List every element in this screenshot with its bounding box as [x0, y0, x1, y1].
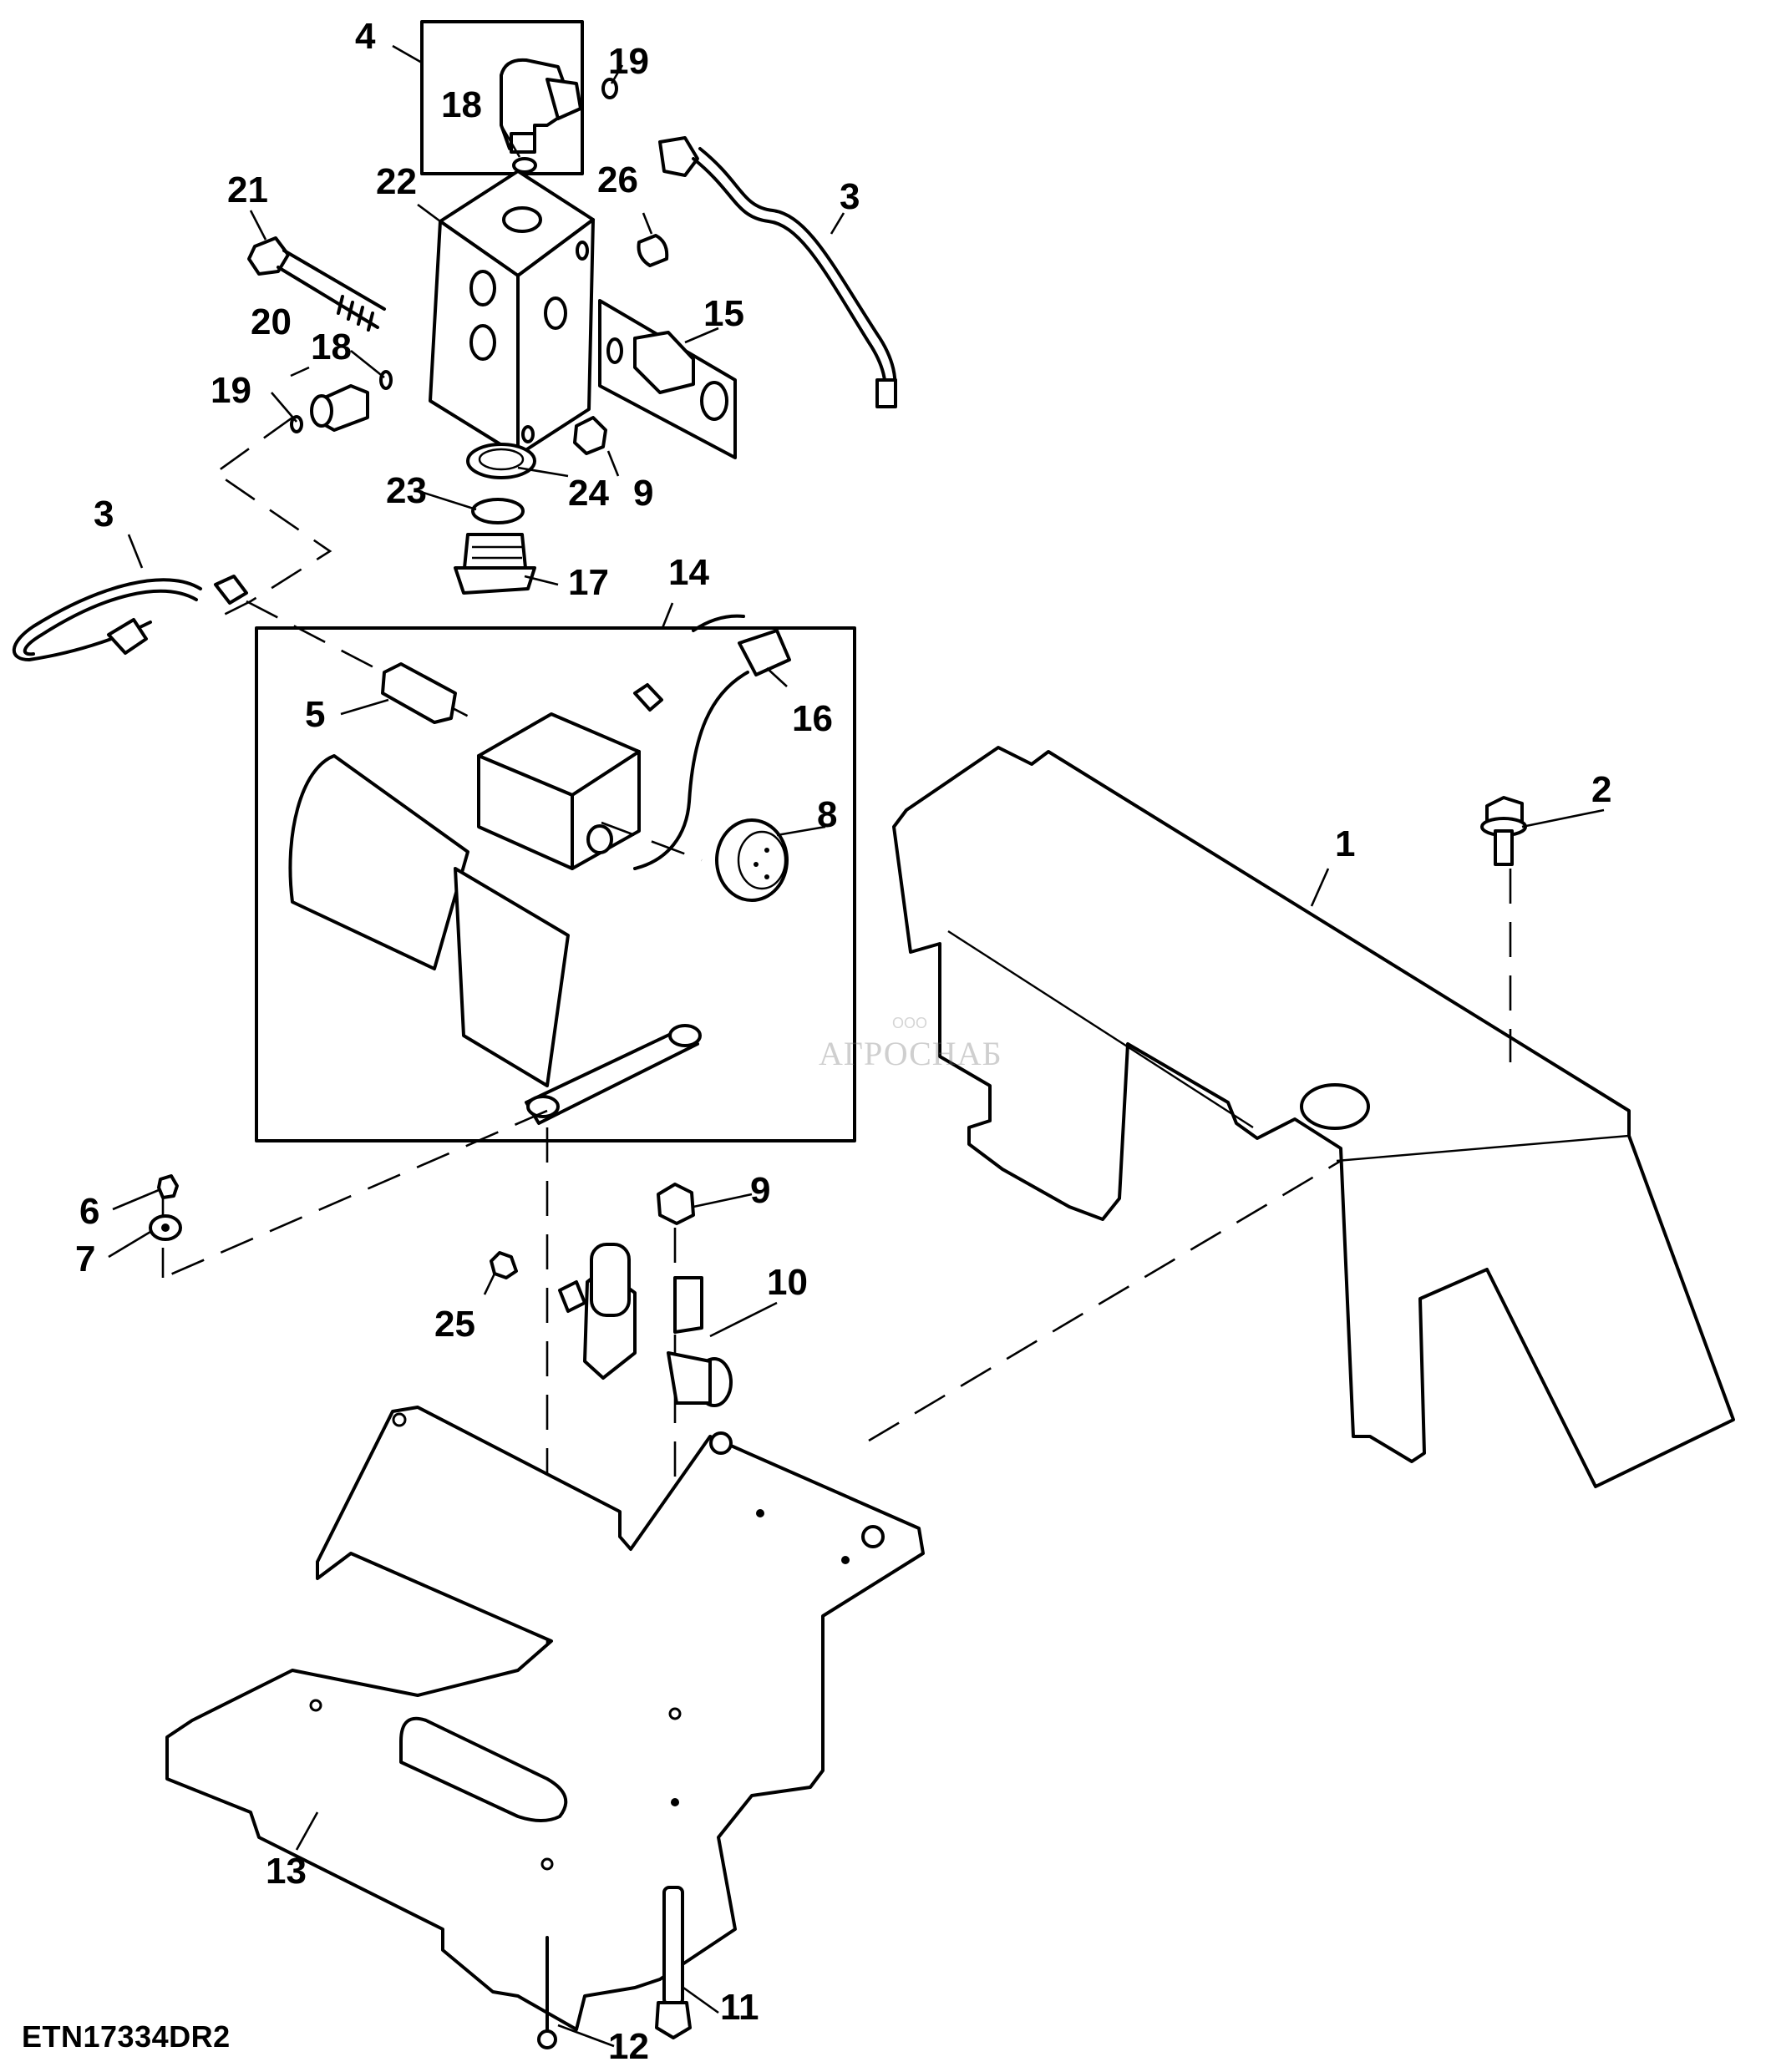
callout-24: 24 — [568, 473, 609, 514]
callout-5: 5 — [305, 694, 325, 735]
callout-13: 13 — [266, 1851, 307, 1892]
callout-3-upper: 3 — [840, 176, 860, 217]
callout-17: 17 — [568, 562, 609, 603]
callout-labels: 1 2 3 3 4 5 6 7 8 9 9 10 11 12 13 14 15 … — [75, 16, 1611, 2067]
connector-16 — [633, 614, 791, 870]
plug-9-upper — [573, 416, 607, 455]
callout-9-lower: 9 — [750, 1170, 770, 1211]
fitting-kit-box-4 — [420, 20, 584, 175]
o-ring-19-side — [290, 415, 303, 433]
callout-7: 7 — [75, 1239, 95, 1279]
callout-15: 15 — [703, 293, 744, 334]
callout-21: 21 — [227, 170, 268, 210]
assembly-line-hose-left — [208, 416, 332, 624]
o-ring-18-side — [379, 370, 393, 390]
screw-12 — [537, 1936, 557, 2049]
o-ring-23 — [471, 498, 525, 524]
o-ring-18-top — [512, 157, 537, 174]
nut-9-lower — [657, 1183, 695, 1225]
fitting-20 — [310, 384, 369, 432]
callout-19-top: 19 — [608, 41, 649, 82]
callout-4: 4 — [355, 16, 376, 57]
air-compressor — [288, 712, 702, 1125]
watermark-logo: ООО АГРОСНАБ — [794, 985, 1044, 1094]
callout-1: 1 — [1335, 823, 1355, 864]
fitting-17 — [454, 533, 536, 595]
callout-14: 14 — [668, 552, 709, 593]
bolt-21 — [247, 236, 386, 332]
hydraulic-hose-upper — [658, 136, 897, 408]
callout-18-side: 18 — [311, 327, 352, 367]
callout-20: 20 — [251, 301, 292, 342]
callout-9-upper: 9 — [633, 473, 653, 514]
solenoid-valve-10 — [558, 1243, 733, 1407]
filter-cap-8 — [715, 818, 789, 902]
callout-3-left: 3 — [94, 494, 114, 534]
callout-6: 6 — [79, 1191, 99, 1232]
callout-10: 10 — [767, 1262, 808, 1303]
callout-11: 11 — [720, 1987, 759, 2028]
callout-12: 12 — [608, 2026, 649, 2067]
nut-6 — [157, 1174, 179, 1199]
callout-18-top: 18 — [441, 84, 482, 125]
temperature-sensor-5 — [381, 662, 457, 724]
watermark-name: АГРОСНАБ — [819, 1035, 1002, 1072]
hydraulic-hose-left — [12, 575, 248, 661]
leader-lines — [108, 44, 1605, 2048]
callout-16: 16 — [792, 698, 833, 739]
callout-22: 22 — [376, 161, 417, 202]
o-ring-19-top — [601, 78, 618, 99]
compressor-kit-box-14 — [255, 626, 856, 1142]
valve-block — [429, 170, 595, 457]
bolt-2 — [1480, 796, 1527, 866]
pressure-switch-15 — [606, 331, 728, 421]
mounting-bracket-13 — [165, 1406, 925, 2031]
bolt-11 — [655, 1886, 692, 2039]
shield-cover-1 — [892, 746, 1735, 1488]
figure-id: ETN17334DR2 — [22, 2019, 231, 2054]
callout-23: 23 — [386, 470, 427, 511]
elbow-fitting — [500, 58, 582, 154]
callout-19-side: 19 — [211, 370, 251, 411]
watermark-prefix: ООО — [892, 1015, 928, 1031]
callout-8: 8 — [817, 794, 837, 835]
callout-26: 26 — [597, 160, 638, 200]
plug-26 — [637, 234, 669, 267]
callout-2: 2 — [1591, 769, 1611, 810]
callout-25: 25 — [434, 1304, 475, 1345]
